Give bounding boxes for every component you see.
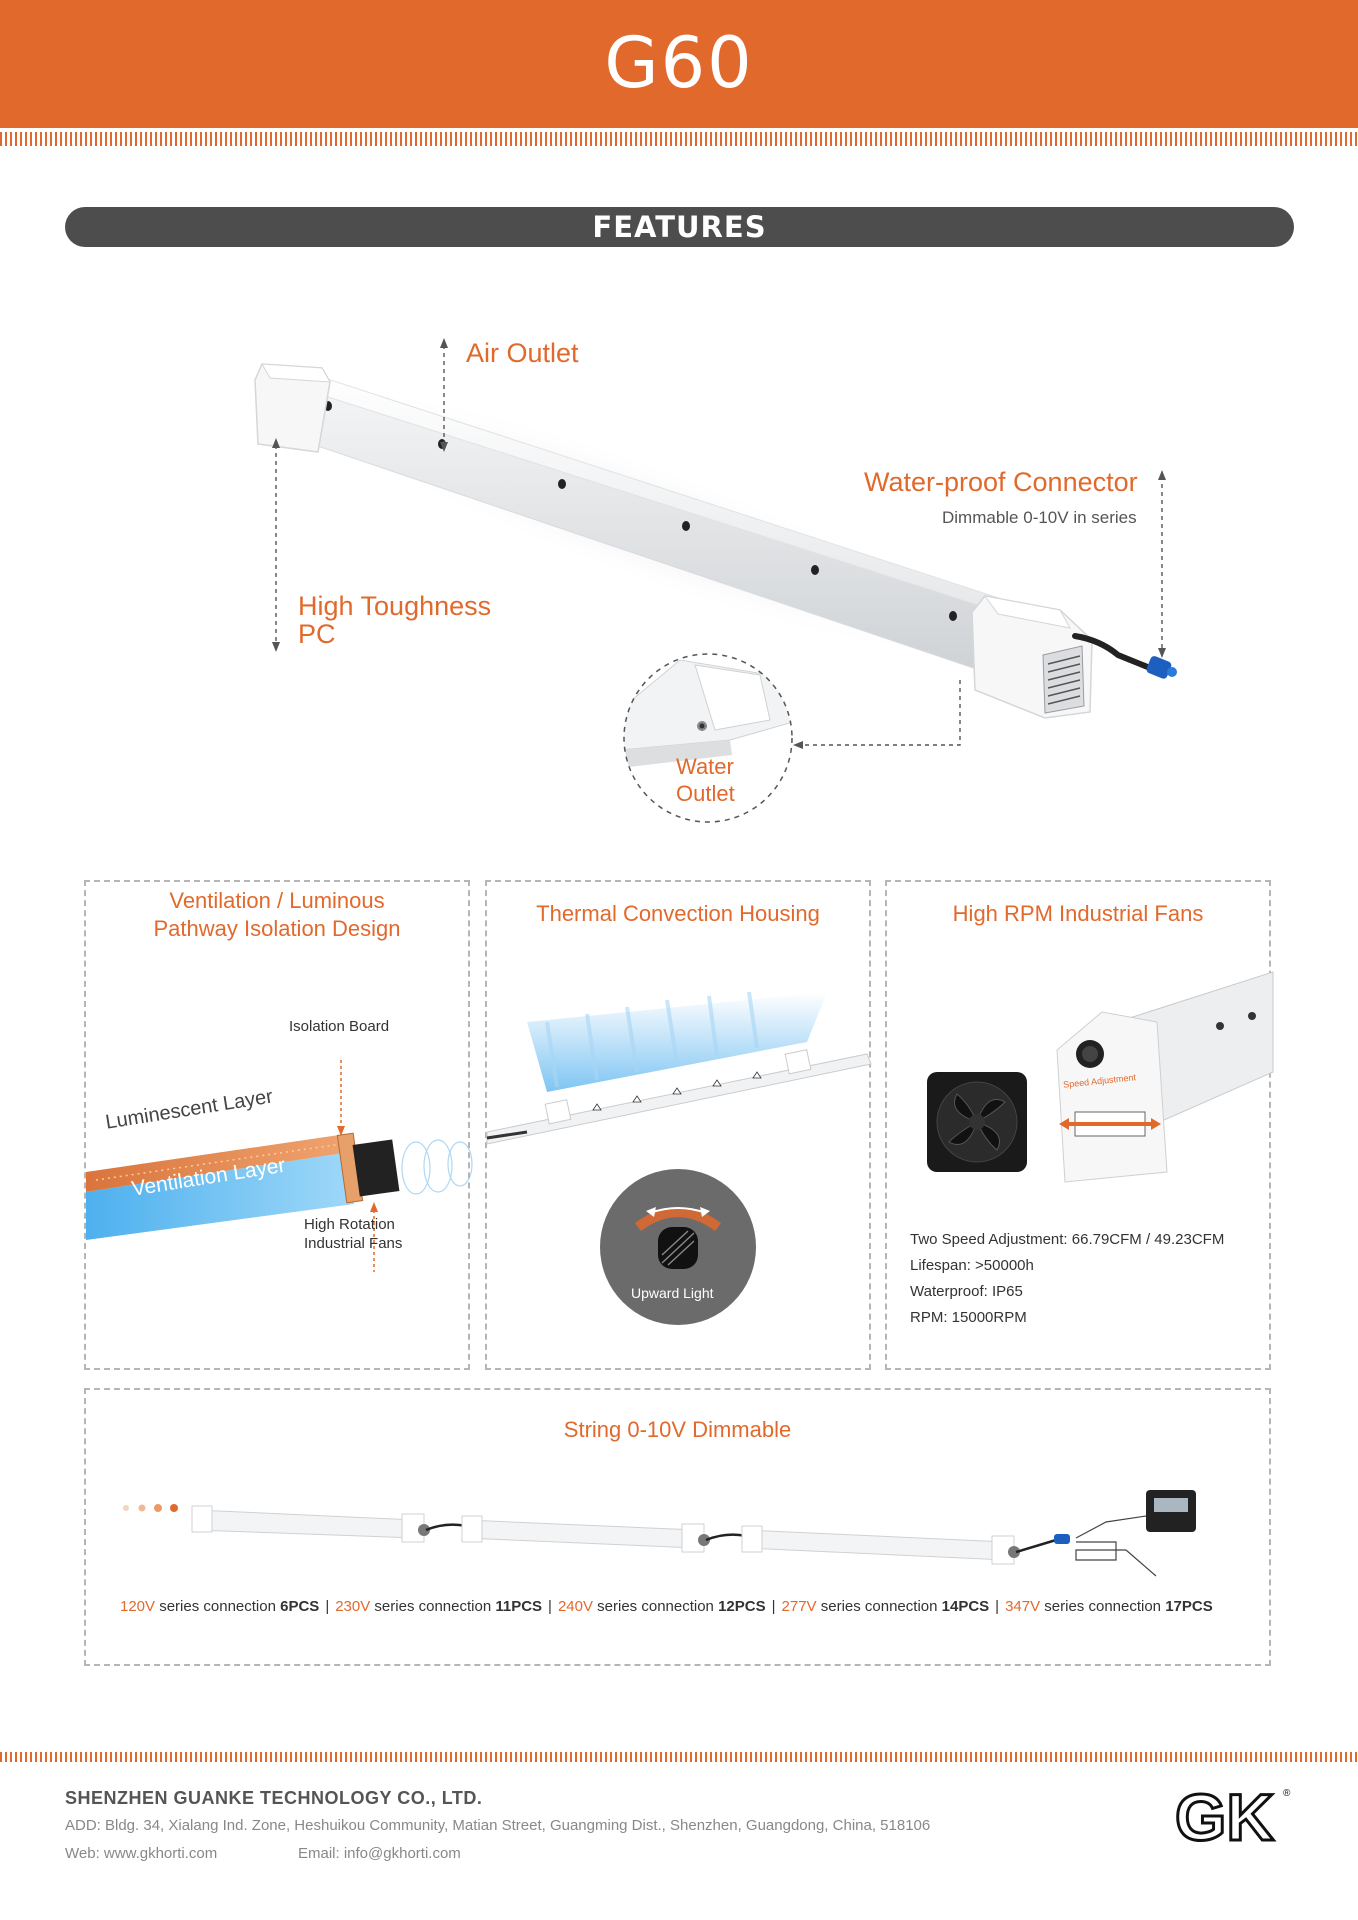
fan-end-cap xyxy=(1056,1011,1168,1183)
string-fixture xyxy=(741,1525,1020,1565)
svg-text:®: ® xyxy=(1283,1788,1291,1799)
conn-277v: 277V series connection 14PCS xyxy=(781,1598,990,1615)
industrial-fan-block xyxy=(352,1139,400,1197)
connector-cable xyxy=(1072,633,1153,671)
connector-label: Water-proof Connector xyxy=(864,467,1138,497)
conn-347v: 347V series connection 17PCS xyxy=(1005,1598,1213,1615)
water-outlet-label-line2: Outlet xyxy=(676,781,735,806)
toughness-label-line1: High Toughness xyxy=(298,591,492,621)
ventilation-diagram xyxy=(86,1060,473,1272)
features-label: FEATURES xyxy=(592,210,767,244)
air-hole xyxy=(682,521,690,531)
panel-string: String 0-10V Dimmable xyxy=(84,1388,1271,1666)
string-diagram xyxy=(123,1490,1196,1577)
footer-ruler-stripe xyxy=(0,1752,1358,1762)
waterproof-connector xyxy=(1146,656,1172,679)
panel-ventilation: Ventilation / Luminous Pathway Isolation… xyxy=(84,880,473,1370)
ventilation-layer-band xyxy=(86,1152,354,1240)
fans-label-line2: Industrial Fans xyxy=(304,1235,403,1252)
string-fixture xyxy=(461,1515,710,1553)
company-email: Email: info@gkhorti.com xyxy=(298,1845,461,1862)
water-outlet-detail xyxy=(623,653,793,823)
panel-thermal: Thermal Convection Housing xyxy=(485,880,872,1370)
controller-cable xyxy=(1075,1515,1157,1577)
page-title: G60 xyxy=(604,22,754,104)
panel-ventilation-title-line2: Pathway Isolation Design xyxy=(153,916,401,941)
company-address: ADD: Bldg. 34, Xialang Ind. Zone, Heshui… xyxy=(65,1817,931,1834)
series-connections: 120V series connection 6PCS|230V series … xyxy=(120,1598,1213,1615)
luminescent-layer-band xyxy=(86,1134,351,1192)
thermal-diagram xyxy=(486,991,872,1145)
gk-logo-text: GK xyxy=(1175,1780,1274,1854)
air-outlet-label: Air Outlet xyxy=(466,338,579,368)
water-outlet-label-line1: Water xyxy=(676,754,734,779)
thermal-tube xyxy=(486,1053,872,1145)
spec-waterproof: Waterproof: IP65 xyxy=(910,1283,1023,1300)
toughness-label-line2: PC xyxy=(298,619,336,649)
features-bar: FEATURES xyxy=(65,207,1294,247)
product-illustration xyxy=(254,338,1177,749)
isolation-board-label: Isolation Board xyxy=(289,1018,390,1035)
air-hole xyxy=(811,565,819,575)
company-website: Web: www.gkhorti.com xyxy=(65,1845,218,1862)
conn-230v: 230V series connection 11PCS xyxy=(335,1598,543,1615)
fan-specs: Two Speed Adjustment: 66.79CFM / 49.23CF… xyxy=(910,1227,1224,1331)
connector-sublabel: Dimmable 0-10V in series xyxy=(942,508,1137,527)
panel-fans-title: High RPM Industrial Fans xyxy=(952,901,1204,926)
header-banner: G60 xyxy=(0,0,1358,128)
spec-speed: Two Speed Adjustment: 66.79CFM / 49.23CF… xyxy=(910,1231,1225,1248)
header-ruler-stripe xyxy=(0,132,1358,146)
panel-ventilation-title-line1: Ventilation / Luminous xyxy=(169,888,385,913)
spec-rpm: RPM: 15000RPM xyxy=(910,1309,1027,1326)
panel-fans: High RPM Industrial Fans Speed Adjustmen… xyxy=(885,880,1274,1370)
gk-logo: GK ® xyxy=(1174,1779,1292,1856)
tube-body xyxy=(299,384,1001,673)
company-name: SHENZHEN GUANKE TECHNOLOGY CO., LTD. xyxy=(65,1788,483,1808)
conn-120v: 120V series connection 6PCS xyxy=(120,1598,320,1615)
upward-light-icon xyxy=(600,1169,756,1325)
panel-string-title: String 0-10V Dimmable xyxy=(563,1417,792,1442)
upward-light-label: Upward Light xyxy=(631,1285,714,1301)
fans-label-line1: High Rotation xyxy=(304,1216,395,1233)
air-hole xyxy=(949,611,957,621)
spec-lifespan: Lifespan: >50000h xyxy=(910,1257,1034,1274)
string-fixture xyxy=(191,1505,430,1543)
conn-240v: 240V series connection 12PCS xyxy=(557,1598,766,1615)
fans-diagram xyxy=(927,971,1274,1183)
water-outlet-arrow xyxy=(800,680,961,746)
air-hole xyxy=(558,479,566,489)
panel-thermal-title: Thermal Convection Housing xyxy=(536,901,820,926)
